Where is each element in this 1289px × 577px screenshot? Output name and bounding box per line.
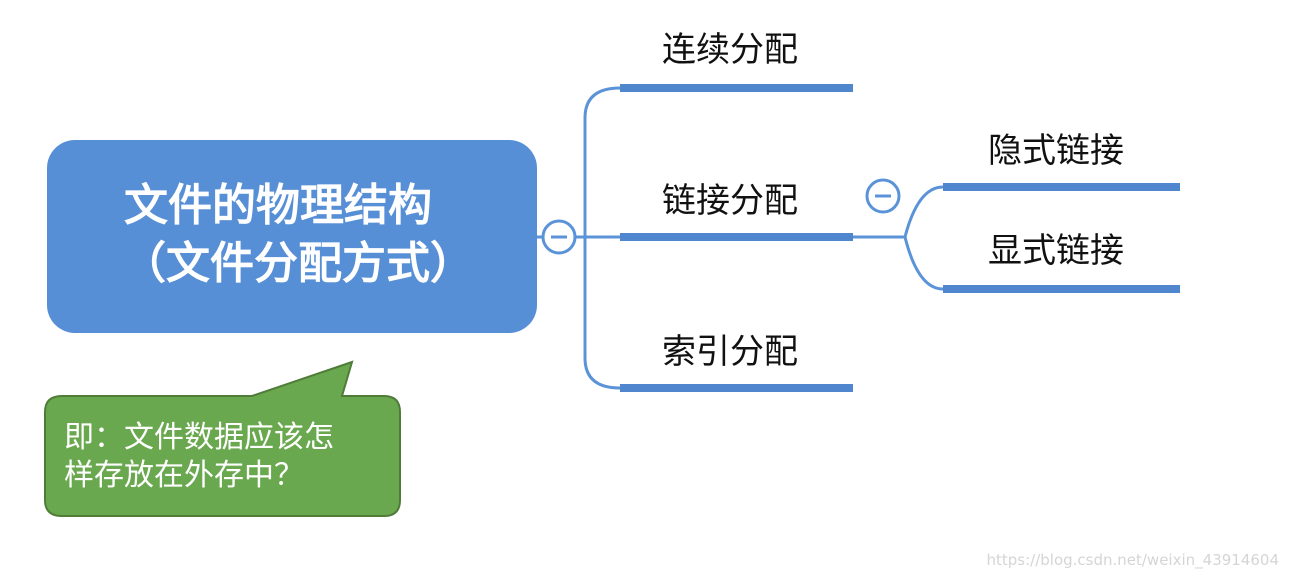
callout-bubble — [44, 360, 401, 517]
sub-branch-implicit[interactable]: 隐式链接 — [988, 131, 1124, 171]
callout-text: 即：文件数据应该怎 样存放在外存中？ — [64, 419, 394, 495]
branch-contiguous[interactable]: 连续分配 — [662, 30, 798, 70]
branch-indexed[interactable]: 索引分配 — [662, 332, 798, 372]
callout-line: 即：文件数据应该怎 — [64, 420, 334, 455]
watermark: https://blog.csdn.net/weixin_43914604 — [986, 551, 1279, 569]
root-title: 文件的物理结构 — [124, 179, 432, 231]
root-node[interactable]: 文件的物理结构 （文件分配方式） — [47, 140, 537, 333]
sub-branch-explicit[interactable]: 显式链接 — [988, 231, 1124, 271]
callout-line: 样存放在外存中？ — [64, 458, 304, 493]
collapse-icon[interactable] — [865, 178, 901, 214]
collapse-icon[interactable] — [541, 219, 577, 255]
branch-linked[interactable]: 链接分配 — [662, 181, 798, 221]
sub-branch-trunk — [903, 185, 944, 291]
root-subtitle: （文件分配方式） — [122, 237, 474, 289]
